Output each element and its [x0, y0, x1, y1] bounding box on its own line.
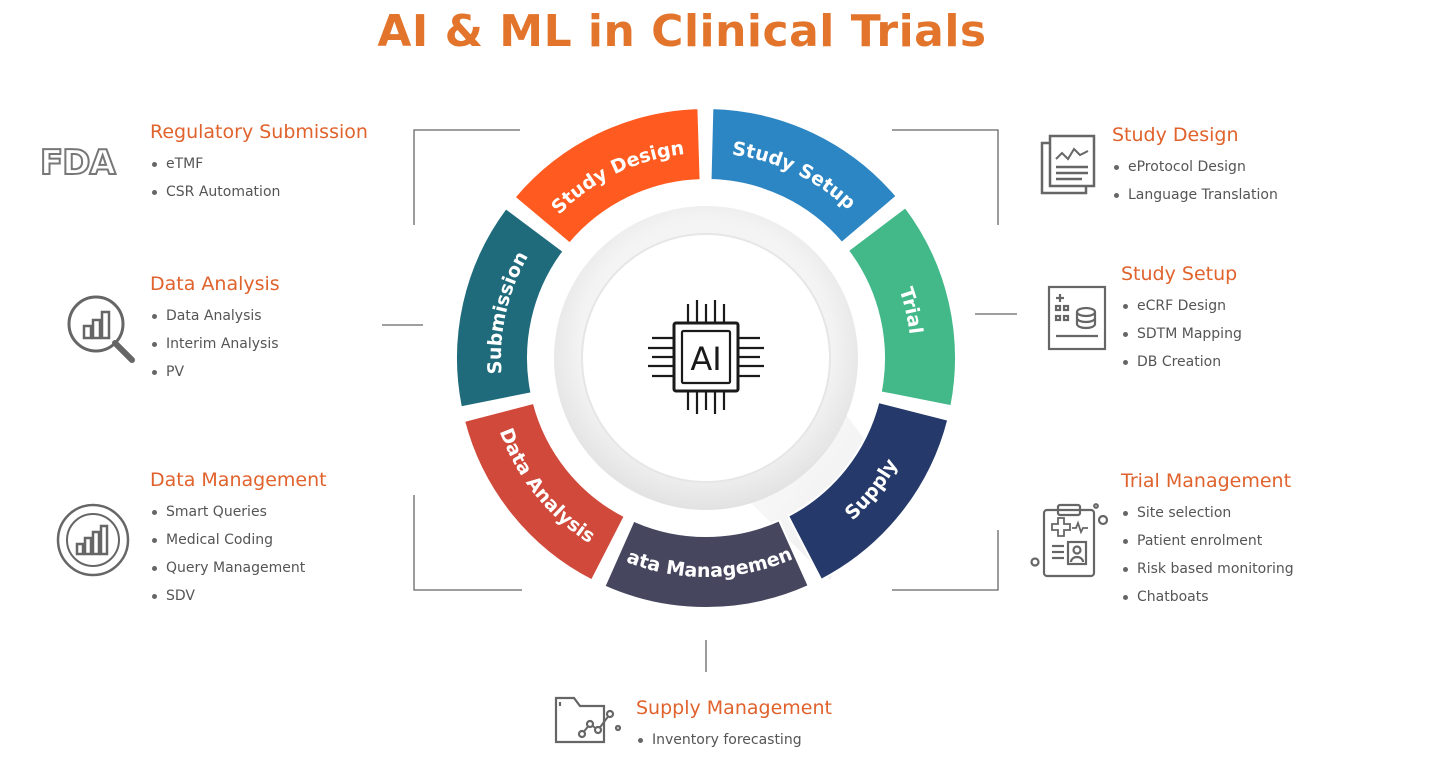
segment-trial — [846, 206, 957, 408]
list-item: CSR Automation — [150, 178, 368, 206]
study-setup-list: eCRF Design SDTM Mapping DB Creation — [1121, 292, 1242, 376]
list-item: Interim Analysis — [150, 330, 280, 358]
database-form-icon — [1046, 284, 1108, 352]
list-item: Risk based monitoring — [1121, 555, 1294, 583]
data-management-block: Data Management Smart Queries Medical Co… — [150, 469, 327, 610]
supply-management-list: Inventory forecasting — [636, 726, 832, 754]
regulatory-submission-list: eTMF CSR Automation — [150, 150, 368, 206]
data-analysis-list: Data Analysis Interim Analysis PV — [150, 302, 280, 386]
connector-bottom-right — [892, 530, 999, 591]
list-item: eCRF Design — [1121, 292, 1242, 320]
bar-chart-circle-icon — [55, 502, 131, 578]
magnifier-chart-icon — [64, 292, 138, 366]
list-item: Data Analysis — [150, 302, 280, 330]
list-item: Site selection — [1121, 499, 1294, 527]
folder-chart-icon — [552, 690, 622, 746]
connector-top-right — [892, 129, 999, 225]
list-item: SDTM Mapping — [1121, 320, 1242, 348]
list-item: eTMF — [150, 150, 368, 178]
connector-lines — [382, 129, 1017, 672]
list-item: PV — [150, 358, 280, 386]
study-design-block: Study Design eProtocol Design Language T… — [1112, 124, 1278, 209]
supply-management-block: Supply Management Inventory forecasting — [636, 697, 832, 754]
connector-bottom-left — [413, 495, 522, 591]
segment-data-management — [603, 519, 810, 609]
list-item: Patient enrolment — [1121, 527, 1294, 555]
trial-management-block: Trial Management Site selection Patient … — [1121, 470, 1294, 611]
list-item: Inventory forecasting — [636, 726, 832, 754]
segment-supply — [787, 401, 950, 581]
document-icon — [1038, 133, 1098, 195]
supply-management-heading: Supply Management — [636, 697, 832, 719]
trial-management-list: Site selection Patient enrolment Risk ba… — [1121, 499, 1294, 611]
segment-data-analysis — [463, 401, 626, 582]
ai-chip-label: AI — [690, 340, 721, 378]
list-item: SDV — [150, 582, 327, 610]
list-item: Medical Coding — [150, 526, 327, 554]
inner-ring — [554, 206, 880, 580]
data-management-list: Smart Queries Medical Coding Query Manag… — [150, 498, 327, 610]
data-analysis-block: Data Analysis Data Analysis Interim Anal… — [150, 273, 280, 386]
list-item: Language Translation — [1112, 181, 1278, 209]
list-item: Query Management — [150, 554, 327, 582]
connector-top-left — [413, 129, 520, 225]
list-item: DB Creation — [1121, 348, 1242, 376]
clipboard-patient-icon — [1028, 500, 1110, 580]
data-analysis-heading: Data Analysis — [150, 273, 280, 295]
list-item: Smart Queries — [150, 498, 327, 526]
study-design-list: eProtocol Design Language Translation — [1112, 153, 1278, 209]
fda-logo: FDA — [39, 142, 117, 184]
page-title: AI & ML in Clinical Trials — [377, 6, 987, 57]
data-management-heading: Data Management — [150, 469, 327, 491]
segment-study-design — [513, 107, 702, 245]
regulatory-submission-heading: Regulatory Submission — [150, 121, 368, 143]
list-item: Chatboats — [1121, 583, 1294, 611]
trial-management-heading: Trial Management — [1121, 470, 1292, 492]
segment-study-setup — [709, 107, 898, 244]
study-setup-block: Study Setup eCRF Design SDTM Mapping DB … — [1121, 263, 1242, 376]
study-setup-heading: Study Setup — [1121, 263, 1238, 285]
list-item: eProtocol Design — [1112, 153, 1278, 181]
study-design-heading: Study Design — [1112, 124, 1239, 146]
ai-chip-icon — [648, 300, 764, 414]
regulatory-submission-block: Regulatory Submission eTMF CSR Automatio… — [150, 121, 368, 206]
segment-submission — [455, 207, 565, 409]
